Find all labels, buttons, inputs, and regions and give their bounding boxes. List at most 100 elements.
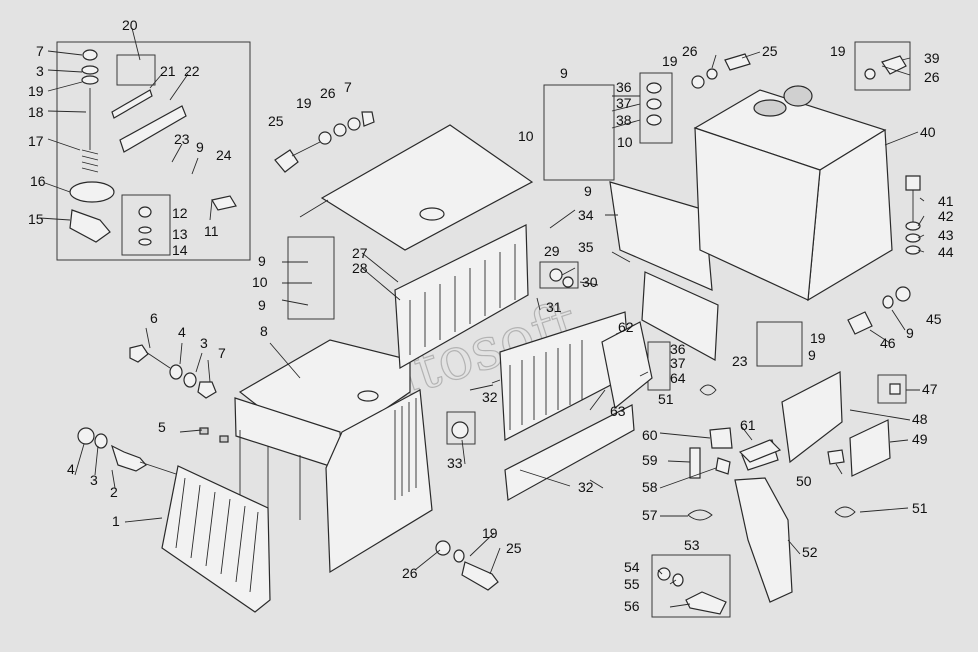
callout-47: 47 — [922, 381, 938, 397]
callout-38: 38 — [616, 112, 632, 128]
callout-32: 32 — [482, 389, 498, 405]
callout-42: 42 — [938, 208, 954, 224]
callout-7: 7 — [344, 79, 352, 95]
detail-frames — [56, 41, 911, 618]
callout-16: 16 — [30, 173, 46, 189]
fasteners — [274, 53, 921, 615]
callout-15: 15 — [28, 211, 44, 227]
callout-44: 44 — [938, 244, 954, 260]
callout-19: 19 — [296, 95, 312, 111]
callout-19: 19 — [810, 330, 826, 346]
front-grille — [161, 465, 271, 613]
callout-13: 13 — [172, 226, 188, 242]
callout-9: 9 — [808, 347, 816, 363]
callout-37: 37 — [670, 355, 686, 371]
bracket-assembly — [781, 371, 891, 477]
callout-28: 28 — [352, 260, 368, 276]
hinge-parts — [687, 384, 856, 521]
callout-25: 25 — [506, 540, 522, 556]
bolt-assembly-6 — [129, 344, 217, 399]
callout-52: 52 — [802, 544, 818, 560]
callout-3: 3 — [36, 63, 44, 79]
callout-31: 31 — [546, 299, 562, 315]
leader-lines — [39, 27, 925, 608]
callout-57: 57 — [642, 507, 658, 523]
callout-9: 9 — [906, 325, 914, 341]
callout-8: 8 — [260, 323, 268, 339]
callout-26: 26 — [320, 85, 336, 101]
mount-detail — [69, 49, 237, 246]
callout-6: 6 — [150, 310, 158, 326]
callout-18: 18 — [28, 104, 44, 120]
callout-1: 1 — [112, 513, 120, 529]
callout-21: 21 — [160, 63, 176, 79]
callout-56: 56 — [624, 598, 640, 614]
callout-61: 61 — [740, 417, 756, 433]
callout-17: 17 — [28, 133, 44, 149]
callout-35: 35 — [578, 239, 594, 255]
rear-panel — [609, 181, 719, 361]
callout-3: 3 — [90, 472, 98, 488]
bolt-assembly-lower-left — [77, 427, 177, 475]
callout-3: 3 — [200, 335, 208, 351]
fuel-tank — [693, 85, 893, 302]
callout-27: 27 — [352, 245, 368, 261]
callout-29: 29 — [544, 243, 560, 259]
callout-45: 45 — [926, 311, 942, 327]
callout-22: 22 — [184, 63, 200, 79]
callout-63: 63 — [610, 403, 626, 419]
radiator-grille-panel — [394, 224, 529, 369]
callout-48: 48 — [912, 411, 928, 427]
callout-25: 25 — [268, 113, 284, 129]
callout-60: 60 — [642, 427, 658, 443]
callout-36: 36 — [616, 79, 632, 95]
callout-19: 19 — [830, 43, 846, 59]
callout-5: 5 — [158, 419, 166, 435]
mounting-bracket-52 — [734, 439, 793, 603]
callout-33: 33 — [447, 455, 463, 471]
callout-7: 7 — [36, 43, 44, 59]
callout-41: 41 — [938, 193, 954, 209]
callout-11: 11 — [204, 223, 219, 239]
callout-49: 49 — [912, 431, 928, 447]
callout-4: 4 — [178, 324, 186, 340]
main-housing — [199, 339, 433, 574]
callout-26: 26 — [924, 69, 940, 85]
callout-20: 20 — [122, 17, 138, 33]
callout-10: 10 — [518, 128, 534, 144]
callout-9: 9 — [584, 183, 592, 199]
callout-64: 64 — [670, 370, 686, 386]
callout-43: 43 — [938, 227, 954, 243]
callout-51: 51 — [912, 500, 928, 516]
callout-10: 10 — [617, 134, 633, 150]
callout-59: 59 — [642, 452, 658, 468]
callout-32: 32 — [578, 479, 594, 495]
callout-19: 19 — [28, 83, 44, 99]
callout-4: 4 — [67, 461, 75, 477]
callout-40: 40 — [920, 124, 936, 140]
side-panel-center — [499, 311, 635, 501]
callout-54: 54 — [624, 559, 640, 575]
callout-37: 37 — [616, 95, 632, 111]
callout-9: 9 — [258, 253, 266, 269]
callout-23: 23 — [732, 353, 748, 369]
callout-24: 24 — [216, 147, 232, 163]
callout-10: 10 — [252, 274, 268, 290]
callout-25: 25 — [762, 43, 778, 59]
callout-55: 55 — [624, 576, 640, 592]
callouts: 1 2 3 4 5 6 4 3 7 8 9 10 9 27 28 25 19 2… — [28, 17, 954, 614]
callout-62: 62 — [618, 319, 634, 335]
callout-46: 46 — [880, 335, 896, 351]
top-cover — [320, 124, 534, 251]
callout-36: 36 — [670, 341, 686, 357]
callout-51: 51 — [658, 391, 674, 407]
callout-2: 2 — [110, 484, 118, 500]
callout-26: 26 — [402, 565, 418, 581]
callout-14: 14 — [172, 242, 188, 258]
callout-50: 50 — [796, 473, 812, 489]
callout-23: 23 — [174, 131, 190, 147]
callout-19: 19 — [662, 53, 678, 69]
side-panel-62 — [601, 321, 653, 410]
callout-39: 39 — [924, 50, 940, 66]
